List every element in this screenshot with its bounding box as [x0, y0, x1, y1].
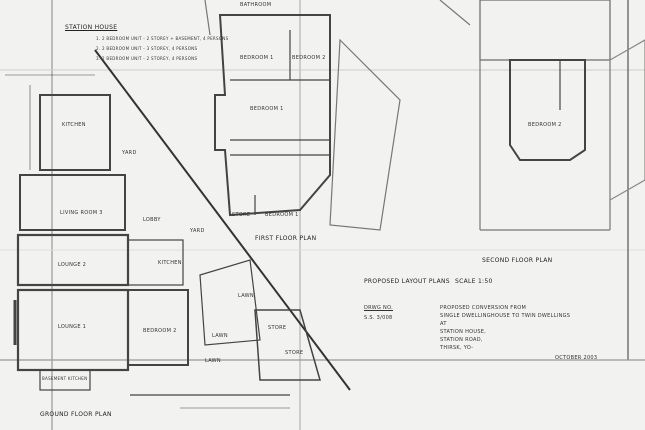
- room-label: Lawn: [238, 293, 254, 299]
- room-label: Lounge 2: [58, 262, 87, 268]
- room-label: Lawn: [212, 333, 228, 339]
- room-label: Yard: [122, 150, 137, 156]
- room-label: Bedroom 2: [528, 122, 562, 128]
- room-label: Bedroom 1: [240, 55, 274, 61]
- schedule-title: Station House: [65, 24, 118, 31]
- room-label: Bedroom 1: [265, 212, 299, 218]
- room-label: Lobby: [143, 217, 161, 223]
- description-line: Single Dwellinghouse to Twin Dwellings: [440, 313, 571, 319]
- room-label: Lawn: [205, 358, 221, 364]
- room-label: Bedroom 2: [292, 55, 326, 61]
- room-label: Bedroom 2: [143, 328, 177, 334]
- schedule-item: 1. 2 Bedroom unit - 2 storey + basement,…: [96, 36, 229, 41]
- description-line: Station Road,: [440, 337, 483, 343]
- scale: Scale 1:50: [455, 278, 493, 285]
- room-label: Basement Kitchen: [42, 376, 88, 381]
- description-line: Proposed Conversion from: [440, 305, 527, 311]
- drawing-no: S.S. 3/008: [364, 315, 393, 321]
- wall: [39, 94, 111, 171]
- room-label: Kitchen: [62, 122, 86, 128]
- room-label: Store: [232, 212, 251, 218]
- plan-title-first: First Floor Plan: [255, 235, 317, 242]
- drawing-date: October 2003: [555, 355, 598, 361]
- description-line: at: [440, 321, 447, 327]
- room-label: Living Room 3: [60, 210, 103, 216]
- description-line: Station House,: [440, 329, 487, 335]
- room-label: Store: [285, 350, 304, 356]
- room-label: Yard: [190, 228, 205, 234]
- room-label: Bedroom 1: [250, 106, 284, 112]
- room-label: Store: [268, 325, 287, 331]
- room-label: Lounge 1: [58, 324, 87, 330]
- drawing-no-label: Drwg No.: [364, 305, 393, 311]
- room-label: Kitchen: [158, 260, 182, 266]
- description-line: Thirsk, Yo-: [440, 345, 474, 351]
- sheet-title: Proposed Layout Plans: [364, 278, 450, 285]
- plan-title-second: Second Floor Plan: [482, 257, 553, 264]
- schedule-item: 3. 2 Bedroom unit - 2 storey, 4 persons: [96, 56, 198, 61]
- boundary-line: [94, 49, 351, 391]
- room-label: Bathroom: [240, 2, 272, 8]
- plan-title-ground: Ground Floor Plan: [40, 411, 112, 418]
- schedule-item: 2. 2 Bedroom unit - 3 storey, 4 persons: [96, 46, 198, 51]
